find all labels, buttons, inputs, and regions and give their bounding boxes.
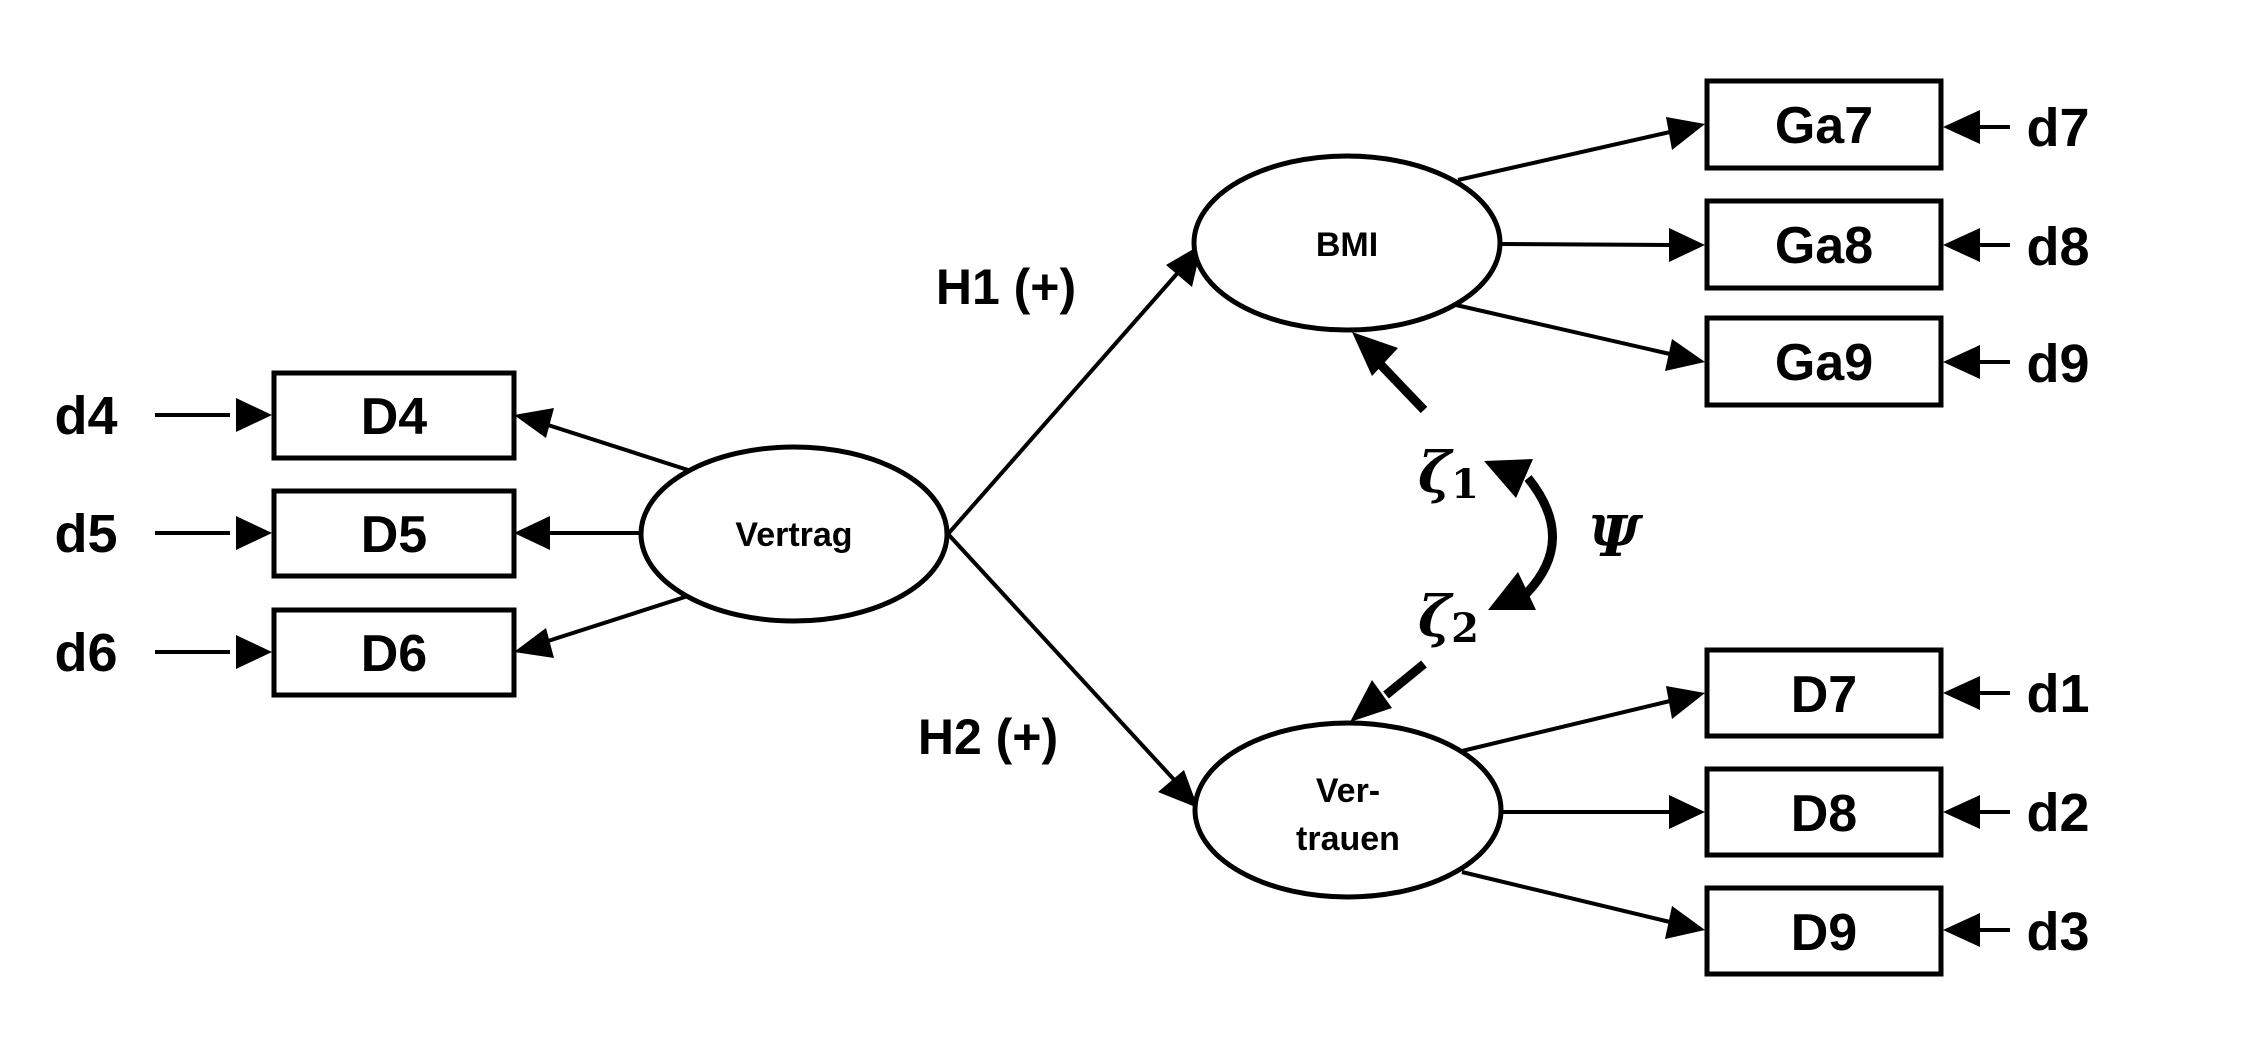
loading-arrow-bmi-ga8 <box>1499 228 1705 262</box>
indicator-label-ga7: Ga7 <box>1775 97 1873 155</box>
zeta1-symbol: ζ <box>1418 440 1454 506</box>
indicator-box-d7: D7 <box>1704 647 1944 739</box>
error-label-d4: d4 <box>54 386 117 446</box>
latent-bmi: BMI <box>1191 153 1503 333</box>
error-label-d6: d6 <box>54 623 117 683</box>
latent-label-bmi: BMI <box>1316 226 1378 264</box>
latent-vertrauen: Ver- trauen <box>1192 720 1504 900</box>
zeta2-label: ζ2 <box>1418 584 1479 652</box>
indicator-box-ga9: Ga9 <box>1704 315 1944 408</box>
loading-arrow-vertrag-d4 <box>514 408 689 472</box>
indicator-label-d7: D7 <box>1791 666 1857 724</box>
loading-arrow-vertrauen-d7 <box>1461 686 1705 753</box>
psi-symbol: Ψ <box>1588 504 1643 570</box>
latent-label-vertrauen-line2: trauen <box>1296 820 1400 858</box>
error-label-d9: d9 <box>2026 334 2089 394</box>
error-arrow-d5 <box>155 516 272 550</box>
error-arrow-d8 <box>1943 228 2010 262</box>
error-label-d1: d1 <box>2026 664 2089 724</box>
indicator-label-d6: D6 <box>361 625 427 683</box>
indicator-box-d9: D9 <box>1704 885 1944 977</box>
indicator-label-d4: D4 <box>361 388 428 446</box>
error-arrow-d6 <box>155 635 272 669</box>
zeta1-label: ζ1 <box>1418 440 1479 508</box>
error-arrow-d7 <box>1943 110 2010 144</box>
error-label-d7: d7 <box>2026 98 2089 158</box>
error-label-d5: d5 <box>54 504 117 564</box>
indicator-box-d4: D4 <box>271 370 517 461</box>
indicator-box-d5: D5 <box>271 488 517 579</box>
error-label-d8: d8 <box>2026 217 2089 277</box>
indicator-label-d8: D8 <box>1791 785 1857 843</box>
indicator-box-ga7: Ga7 <box>1704 78 1944 171</box>
indicator-label-ga8: Ga8 <box>1775 217 1873 275</box>
vertrag-measurement: d4 d5 d6 D4 D5 D6 <box>54 370 689 698</box>
zeta1-subscript: 1 <box>1451 461 1479 508</box>
error-arrow-d9 <box>1943 345 2010 379</box>
latent-vertrag: Vertrag <box>638 444 950 624</box>
hypothesis-label-h1: H1 (+) <box>936 259 1076 315</box>
indicator-label-d9: D9 <box>1791 904 1857 962</box>
error-label-d3: d3 <box>2026 902 2089 962</box>
latent-label-vertrauen-line1: Ver- <box>1316 772 1380 810</box>
error-arrow-d4 <box>155 398 272 432</box>
covariance-psi: Ψ <box>1484 459 1643 610</box>
loading-arrow-vertrag-d5 <box>514 516 640 550</box>
indicator-box-d8: D8 <box>1704 766 1944 858</box>
loading-arrow-vertrauen-d9 <box>1461 870 1705 939</box>
loading-arrow-bmi-ga9 <box>1455 303 1705 371</box>
indicator-box-ga8: Ga8 <box>1704 198 1944 291</box>
zeta2-symbol: ζ <box>1418 584 1454 650</box>
error-label-d2: d2 <box>2026 783 2089 843</box>
loading-arrow-bmi-ga7 <box>1457 117 1705 182</box>
disturbance-zeta2: ζ2 <box>1350 584 1479 722</box>
disturbance-zeta1: ζ1 <box>1352 332 1479 508</box>
loading-arrow-vertrauen-d8 <box>1502 795 1705 829</box>
indicator-box-d6: D6 <box>271 607 517 698</box>
bmi-measurement: Ga7 Ga8 Ga9 d7 d8 d9 <box>1455 78 2090 408</box>
zeta2-subscript: 2 <box>1451 605 1479 652</box>
error-arrow-d2 <box>1943 795 2010 829</box>
indicator-label-d5: D5 <box>361 506 427 564</box>
path-h2 <box>946 532 1198 808</box>
vertrauen-measurement: D7 D8 D9 d1 d2 d3 <box>1461 647 2090 977</box>
error-arrow-d1 <box>1943 676 2010 710</box>
error-arrow-d3 <box>1943 913 2010 947</box>
latent-label-vertrag: Vertrag <box>735 516 852 554</box>
indicator-label-ga9: Ga9 <box>1775 334 1873 392</box>
hypothesis-label-h2: H2 (+) <box>918 709 1058 765</box>
loading-arrow-vertrag-d6 <box>514 594 689 658</box>
